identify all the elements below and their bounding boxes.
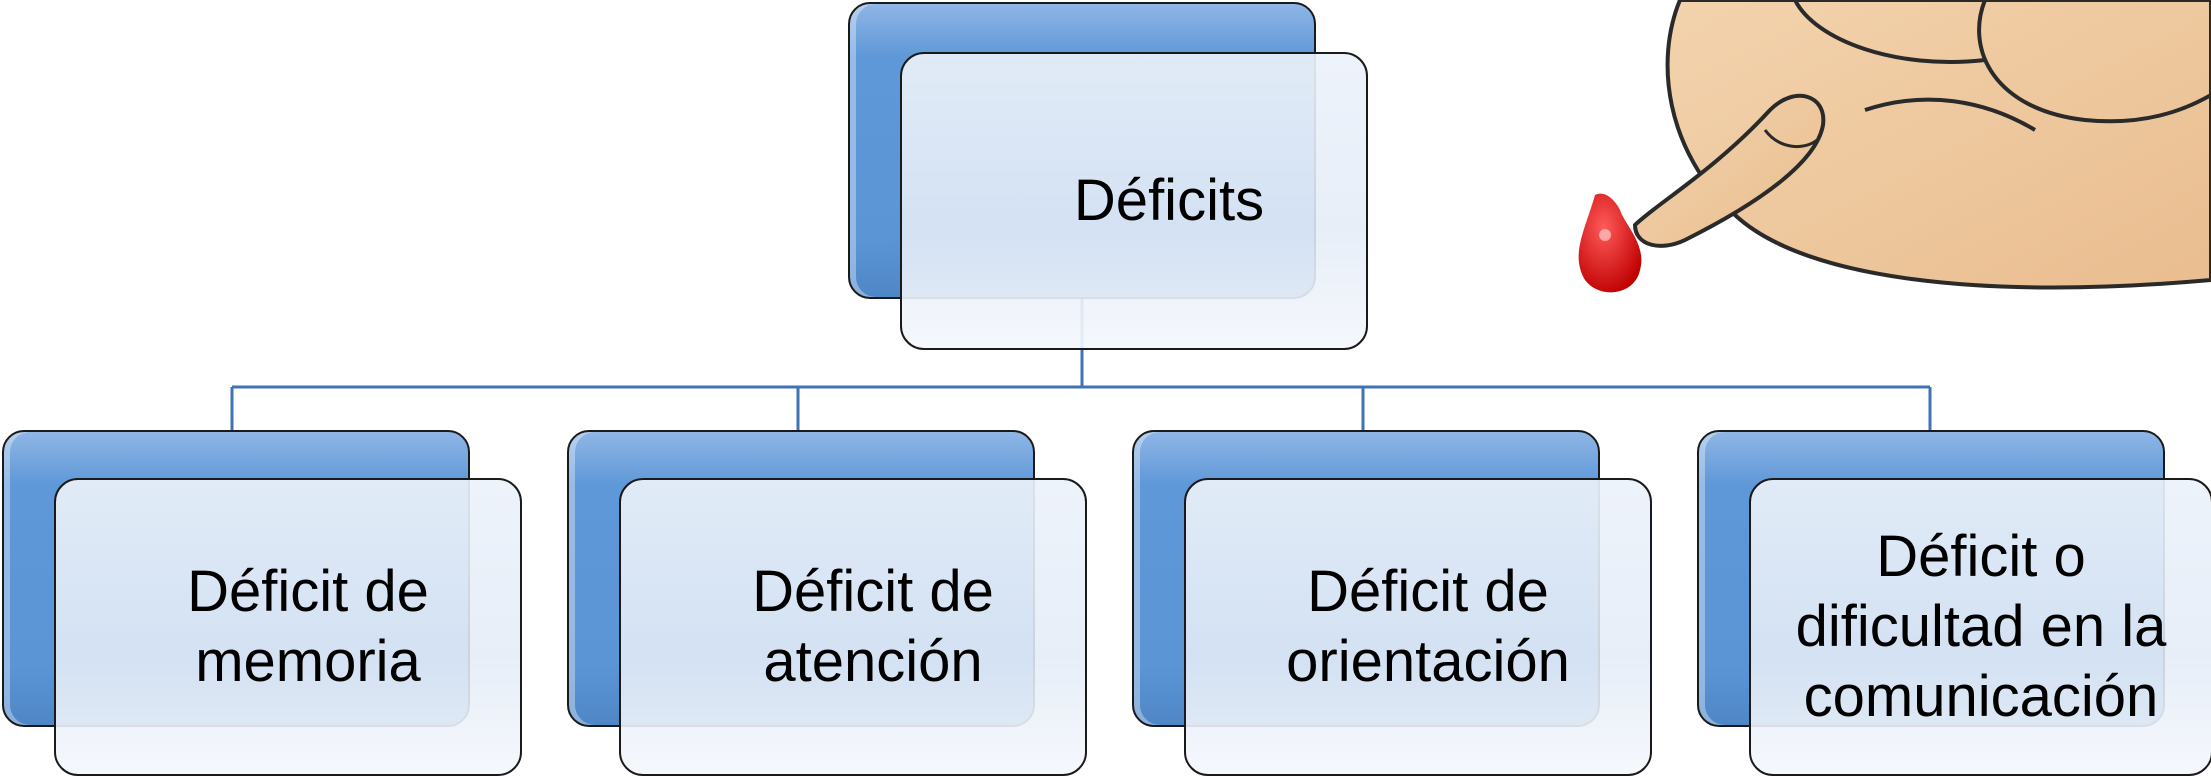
child-node-orientacion: Déficit de orientación [1132, 430, 1652, 776]
child-node-front: Déficit de orientación [1184, 478, 1652, 776]
child-node-memoria: Déficit de memoria [2, 430, 522, 776]
finger-shape [1632, 93, 1826, 248]
root-node-label: Déficits [1073, 168, 1265, 233]
child-node-front: Déficit de atención [619, 478, 1087, 776]
finger-prick-illustration [1565, 0, 2211, 345]
child-node-atencion: Déficit de atención [567, 430, 1087, 776]
blood-drop-icon [1578, 193, 1642, 293]
root-node-front: Déficits [900, 52, 1368, 350]
hand-shape [1665, 0, 2211, 290]
child-node-front: Déficit de memoria [54, 478, 522, 776]
root-node: Déficits [848, 2, 1368, 350]
child-node-comunicacion: Déficit o dificultad en la comunicación [1697, 430, 2211, 776]
child-node-label: Déficit de orientación [1286, 559, 1570, 694]
child-node-label: Déficit de atención [752, 559, 994, 694]
child-node-label: Déficit de memoria [187, 559, 429, 694]
child-node-front: Déficit o dificultad en la comunicación [1749, 478, 2211, 776]
child-node-label: Déficit o dificultad en la comunicación [1795, 524, 2167, 729]
